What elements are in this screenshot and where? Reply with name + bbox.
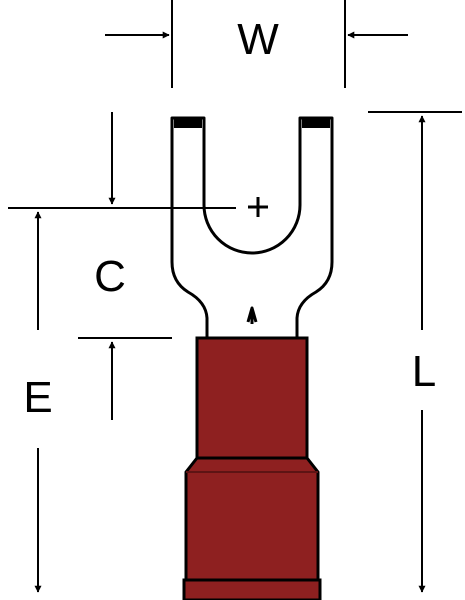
center-dimension [8,112,236,420]
length-dimension [368,111,462,593]
insulated-barrel [182,336,322,600]
edge-label: E [23,373,52,422]
left-tine-tip [174,118,202,128]
stud-center-mark [248,197,268,217]
width-dimension [105,0,408,88]
right-tine-tip [302,118,330,128]
neck-arrow [246,306,258,324]
length-label: L [412,347,436,396]
spade-fork-outline [170,116,334,340]
center-label: C [94,252,126,301]
width-label: W [237,15,279,64]
